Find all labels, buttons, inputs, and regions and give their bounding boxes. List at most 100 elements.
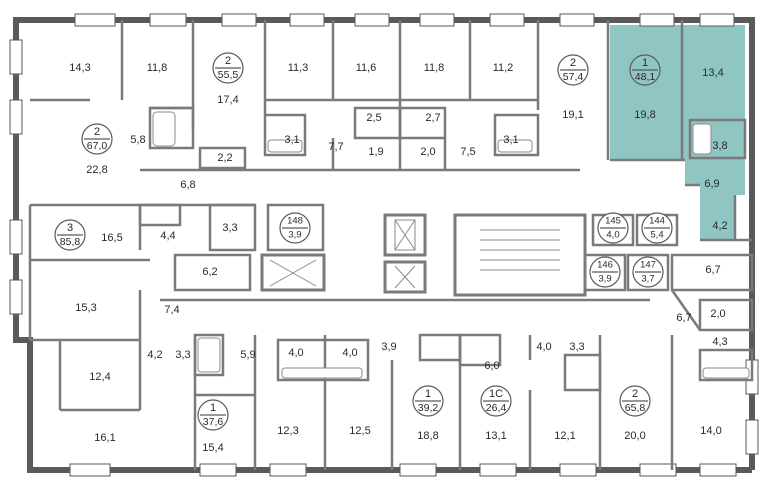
svg-text:4,0: 4,0 <box>606 230 619 241</box>
room-area: 3,3 <box>175 349 190 361</box>
room-area: 3,3 <box>569 341 584 353</box>
svg-text:2: 2 <box>632 388 638 400</box>
apartment-badge[interactable]: 1 37,6 <box>197 399 229 431</box>
apartment-badge[interactable]: 2 65,8 <box>619 385 651 417</box>
svg-text:65,8: 65,8 <box>625 402 646 414</box>
room-area: 14,0 <box>700 425 721 437</box>
svg-text:5,4: 5,4 <box>650 230 663 241</box>
room-area: 20,0 <box>624 430 645 442</box>
room-area: 4,0 <box>288 347 303 359</box>
room-area: 1,9 <box>368 146 383 158</box>
room-area: 6,0 <box>484 360 499 372</box>
storage-badge[interactable]: 144 5,4 <box>641 212 673 244</box>
svg-text:145: 145 <box>605 216 621 227</box>
room-area: 7,5 <box>460 146 475 158</box>
room-area: 14,3 <box>69 62 90 74</box>
svg-text:1: 1 <box>425 388 431 400</box>
room-area: 4,2 <box>712 220 727 232</box>
room-labels: 14,3 11,8 17,4 11,3 11,6 11,8 11,2 19,1 … <box>69 62 727 454</box>
room-area: 4,2 <box>147 349 162 361</box>
apartment-badge[interactable]: 2 55,5 <box>212 52 244 84</box>
room-area: 16,1 <box>94 432 115 444</box>
room-area: 3,8 <box>712 140 727 152</box>
windows <box>9 13 759 477</box>
room-area: 6,7 <box>676 312 691 324</box>
apartment-badge[interactable]: 3 85,8 <box>54 219 86 251</box>
svg-text:1: 1 <box>642 57 648 69</box>
room-area: 11,8 <box>147 62 168 74</box>
room-area: 5,9 <box>240 349 255 361</box>
room-area: 4,0 <box>536 341 551 353</box>
svg-text:3,9: 3,9 <box>598 274 611 285</box>
room-area: 13,1 <box>485 430 506 442</box>
room-area: 6,8 <box>180 179 195 191</box>
svg-text:48,1: 48,1 <box>635 71 656 83</box>
apartment-badge[interactable]: 2 67,0 <box>81 123 113 155</box>
apartment-badge[interactable]: 1 48,1 <box>629 54 661 86</box>
room-area: 13,4 <box>702 67 723 79</box>
svg-text:67,0: 67,0 <box>87 140 108 152</box>
room-area: 17,4 <box>217 94 238 106</box>
room-area: 11,6 <box>356 62 377 74</box>
room-area: 3,3 <box>222 222 237 234</box>
svg-text:85,8: 85,8 <box>60 236 81 248</box>
svg-text:2: 2 <box>94 126 100 138</box>
room-area: 4,4 <box>160 230 175 242</box>
room-area: 2,0 <box>710 308 725 320</box>
svg-text:147: 147 <box>640 260 656 271</box>
apartment-badge[interactable]: 1 39,2 <box>412 385 444 417</box>
room-area: 5,8 <box>130 134 145 146</box>
apartment-badge[interactable]: 1С 26,4 <box>480 385 512 417</box>
svg-text:57,4: 57,4 <box>563 71 584 83</box>
room-area: 19,1 <box>562 109 583 121</box>
room-area: 4,0 <box>342 347 357 359</box>
svg-text:37,6: 37,6 <box>203 416 224 428</box>
room-area: 2,0 <box>420 146 435 158</box>
svg-text:146: 146 <box>597 260 613 271</box>
room-area: 4,3 <box>712 336 727 348</box>
storage-badge[interactable]: 148 3,9 <box>279 212 311 244</box>
room-area: 7,7 <box>328 141 343 153</box>
room-area: 3,9 <box>381 341 396 353</box>
room-area: 3,1 <box>284 134 299 146</box>
svg-text:3,9: 3,9 <box>288 230 301 241</box>
room-area: 11,2 <box>493 62 514 74</box>
apartment-badge[interactable]: 2 57,4 <box>557 54 589 86</box>
svg-text:26,4: 26,4 <box>486 402 507 414</box>
room-area: 12,3 <box>277 425 298 437</box>
storage-badge[interactable]: 146 3,9 <box>589 256 621 288</box>
storage-badge[interactable]: 147 3,7 <box>632 256 664 288</box>
room-area: 22,8 <box>86 164 107 176</box>
svg-text:148: 148 <box>287 216 303 227</box>
room-area: 2,5 <box>366 112 381 124</box>
room-area: 2,7 <box>425 112 440 124</box>
svg-text:1: 1 <box>210 402 216 414</box>
highlighted-apartment[interactable] <box>610 25 745 240</box>
svg-text:2: 2 <box>225 55 231 67</box>
svg-text:3: 3 <box>67 222 73 234</box>
room-area: 12,5 <box>349 425 370 437</box>
room-area: 6,7 <box>705 264 720 276</box>
room-area: 3,1 <box>503 134 518 146</box>
fixtures <box>152 111 750 379</box>
room-area: 15,3 <box>75 302 96 314</box>
room-area: 2,2 <box>217 152 232 164</box>
storage-badge[interactable]: 145 4,0 <box>597 212 629 244</box>
svg-text:2: 2 <box>570 57 576 69</box>
storage-badges[interactable]: 148 3,9 145 4,0 144 5,4 146 3,9 147 3,7 <box>279 212 673 288</box>
room-area: 12,1 <box>554 430 575 442</box>
room-area: 7,4 <box>164 304 179 316</box>
room-area: 6,2 <box>202 266 217 278</box>
room-area: 16,5 <box>101 232 122 244</box>
room-area: 19,8 <box>634 109 655 121</box>
svg-text:55,5: 55,5 <box>218 69 239 81</box>
svg-text:3,7: 3,7 <box>641 274 654 285</box>
svg-text:39,2: 39,2 <box>418 402 439 414</box>
svg-text:144: 144 <box>649 216 665 227</box>
room-area: 11,3 <box>288 62 309 74</box>
room-area: 15,4 <box>202 442 223 454</box>
apartment-badges[interactable]: 2 55,5 2 57,4 1 48,1 2 67,0 3 85,8 <box>54 52 661 431</box>
room-area: 12,4 <box>89 371 110 383</box>
interior-walls <box>28 20 754 470</box>
